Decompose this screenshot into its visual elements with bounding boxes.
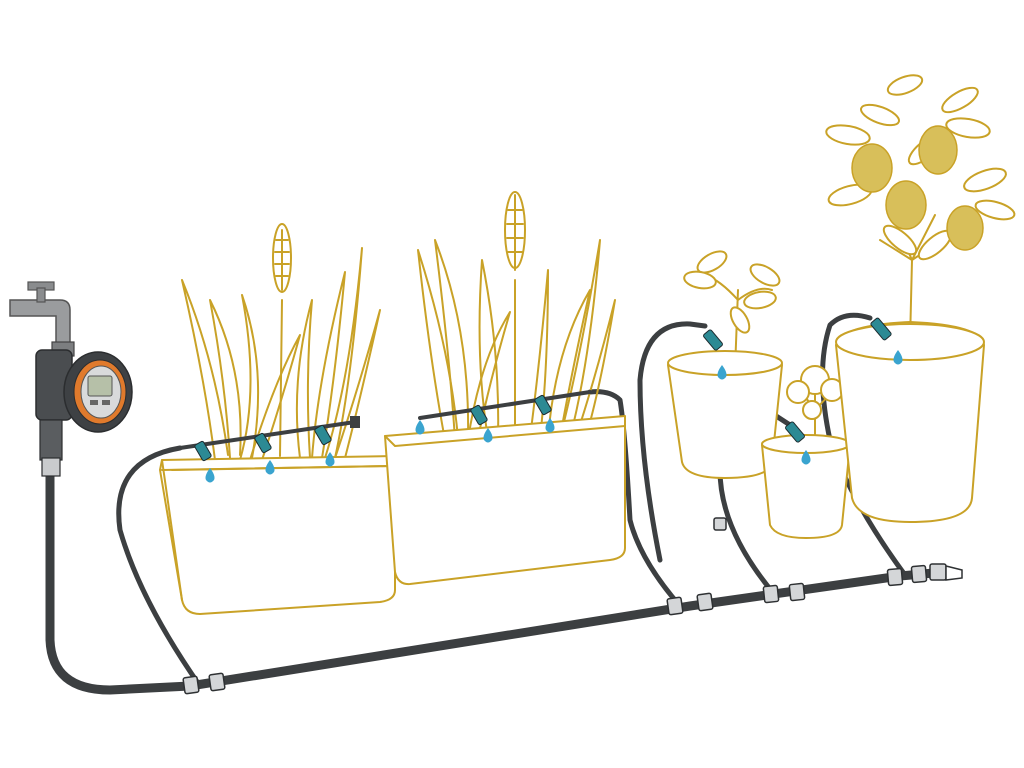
drip-icon <box>194 440 215 483</box>
drip-icon <box>534 394 555 433</box>
drip-icon <box>415 420 425 435</box>
lemon-tree <box>825 74 1016 343</box>
grass-plants-right <box>417 191 616 441</box>
branch-hose-planter-right <box>587 389 683 609</box>
drip-line-planter-left <box>178 416 360 483</box>
leafy-plant <box>683 250 781 371</box>
pot-lemon-tree <box>825 74 1016 523</box>
drip-icon <box>470 404 493 443</box>
branch-hose-planter-left <box>116 445 203 689</box>
drip-icon <box>703 329 727 380</box>
branch-hose-pot-small <box>637 321 708 563</box>
main-supply-hose <box>45 465 950 695</box>
drip-icon <box>314 424 335 467</box>
lemon-fruits <box>851 125 984 251</box>
timer-icon <box>35 349 133 477</box>
branch-hose-pot-lemon <box>820 312 908 578</box>
drip-icon <box>870 317 903 365</box>
faucet-icon <box>9 281 75 357</box>
hose-connectors <box>182 517 928 695</box>
drip-icon <box>785 421 811 465</box>
planter-box-left <box>159 223 396 615</box>
pot-small-plant <box>667 250 783 479</box>
leaf-cluster <box>825 74 1016 261</box>
drip-line-planter-right <box>415 390 592 443</box>
drip-icon <box>254 432 275 475</box>
end-cap-icon <box>929 563 963 581</box>
planter-box-right <box>384 191 626 586</box>
